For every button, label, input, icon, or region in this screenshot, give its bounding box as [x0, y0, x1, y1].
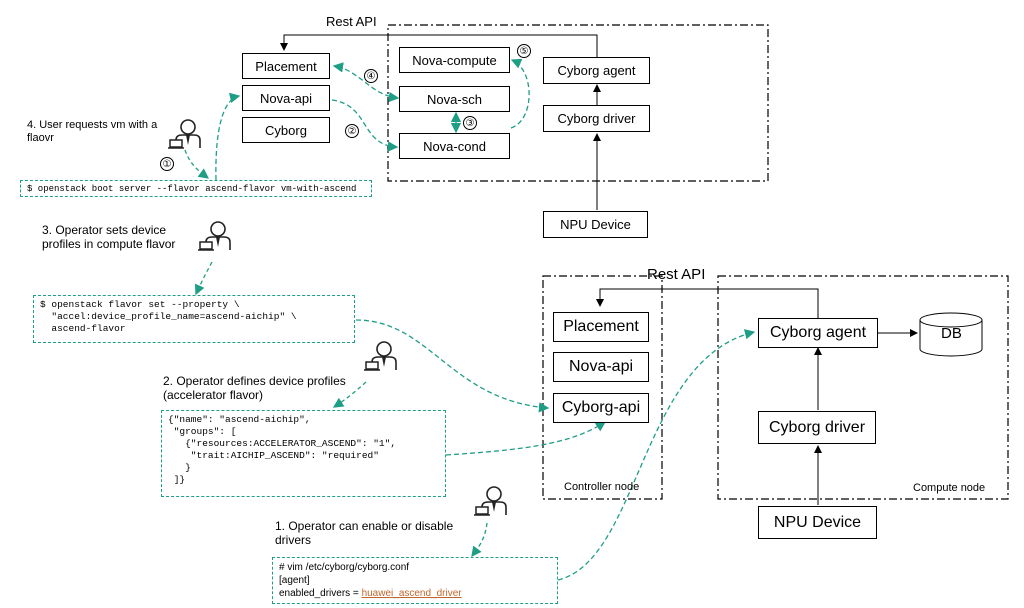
- user-person-icon: [168, 119, 201, 149]
- conf-value: huawei_ascend_driver: [361, 588, 462, 599]
- cyborg-agent-box-top: Cyborg agent: [543, 57, 650, 84]
- db-cylinder: [919, 312, 983, 357]
- step-5-badge: ⑤: [517, 44, 531, 58]
- nova-api-box-bottom: Nova-api: [553, 352, 649, 382]
- json-line-4: "trait:AICHIP_ASCEND": "required": [168, 450, 379, 461]
- flavor-code-line-2: "accel:device_profile_name=ascend-aichip…: [40, 311, 297, 322]
- controller-node-label: Controller node: [564, 481, 640, 493]
- nova-api-box-top: Nova-api: [242, 85, 330, 111]
- cyborg-driver-box-bottom: Cyborg driver: [758, 411, 876, 444]
- compute-node-label: Compute node: [913, 482, 986, 494]
- operator-step3-text: 3. Operator sets device profiles in comp…: [42, 223, 176, 251]
- device-profile-json: {"name": "ascend-aichip", "groups": [ {"…: [161, 410, 446, 497]
- placement-box-top: Placement: [242, 53, 330, 79]
- json-line-5: }: [168, 462, 191, 473]
- db-label: DB: [941, 325, 962, 342]
- step-4-badge: ④: [364, 69, 378, 83]
- nova-compute-box: Nova-compute: [399, 47, 510, 73]
- conf-key: enabled_drivers =: [279, 588, 362, 599]
- operator-step1-text: 1. Operator can enable or disable driver…: [275, 519, 454, 547]
- operator-person-icon-1: [474, 486, 507, 516]
- step-1-badge: ①: [160, 157, 174, 171]
- cyborg-driver-box-top: Cyborg driver: [543, 105, 650, 132]
- flavor-set-code: $ openstack flavor set --property \ "acc…: [33, 295, 355, 343]
- cyborg-agent-box-bottom: Cyborg agent: [758, 318, 878, 348]
- nova-sch-box: Nova-sch: [399, 86, 510, 112]
- boot-command: $ openstack boot server --flavor ascend-…: [20, 180, 372, 197]
- nova-cond-box: Nova-cond: [399, 133, 510, 159]
- step-3-badge: ③: [463, 116, 477, 130]
- step-2-badge: ②: [345, 124, 359, 138]
- operator-step2-text: 2. Operator defines device profiles (acc…: [163, 374, 346, 402]
- conf-line-2: [agent]: [279, 575, 310, 586]
- rest-api-label-top: Rest API: [326, 14, 377, 29]
- conf-line-3: enabled_drivers = huawei_ascend_driver: [279, 587, 551, 600]
- cyborg-api-box: Cyborg-api: [553, 393, 649, 423]
- operator-person-icon-2: [364, 341, 397, 371]
- rest-api-label-bottom: Rest API: [647, 266, 706, 283]
- npu-device-box-bottom: NPU Device: [758, 506, 877, 539]
- json-line-2: "groups": [: [168, 426, 237, 437]
- cyborg-box-top: Cyborg: [242, 117, 330, 143]
- operator-person-icon-3: [198, 221, 231, 251]
- flavor-code-line-3: ascend-flavor: [40, 323, 126, 334]
- json-line-6: ]}: [168, 474, 186, 485]
- flavor-code-line-1: $ openstack flavor set --property \: [40, 299, 240, 310]
- conf-line-1: # vim /etc/cyborg/cyborg.conf: [279, 562, 410, 573]
- npu-device-box-top: NPU Device: [543, 211, 648, 238]
- cyborg-conf-code: # vim /etc/cyborg/cyborg.conf[agent]enab…: [272, 557, 558, 604]
- json-line-3: {"resources:ACCELERATOR_ASCEND": "1",: [168, 438, 397, 449]
- user-request-text: 4. User requests vm with a flaovr: [27, 119, 158, 144]
- placement-box-bottom: Placement: [553, 312, 649, 342]
- json-line-1: {"name": "ascend-aichip",: [168, 414, 311, 425]
